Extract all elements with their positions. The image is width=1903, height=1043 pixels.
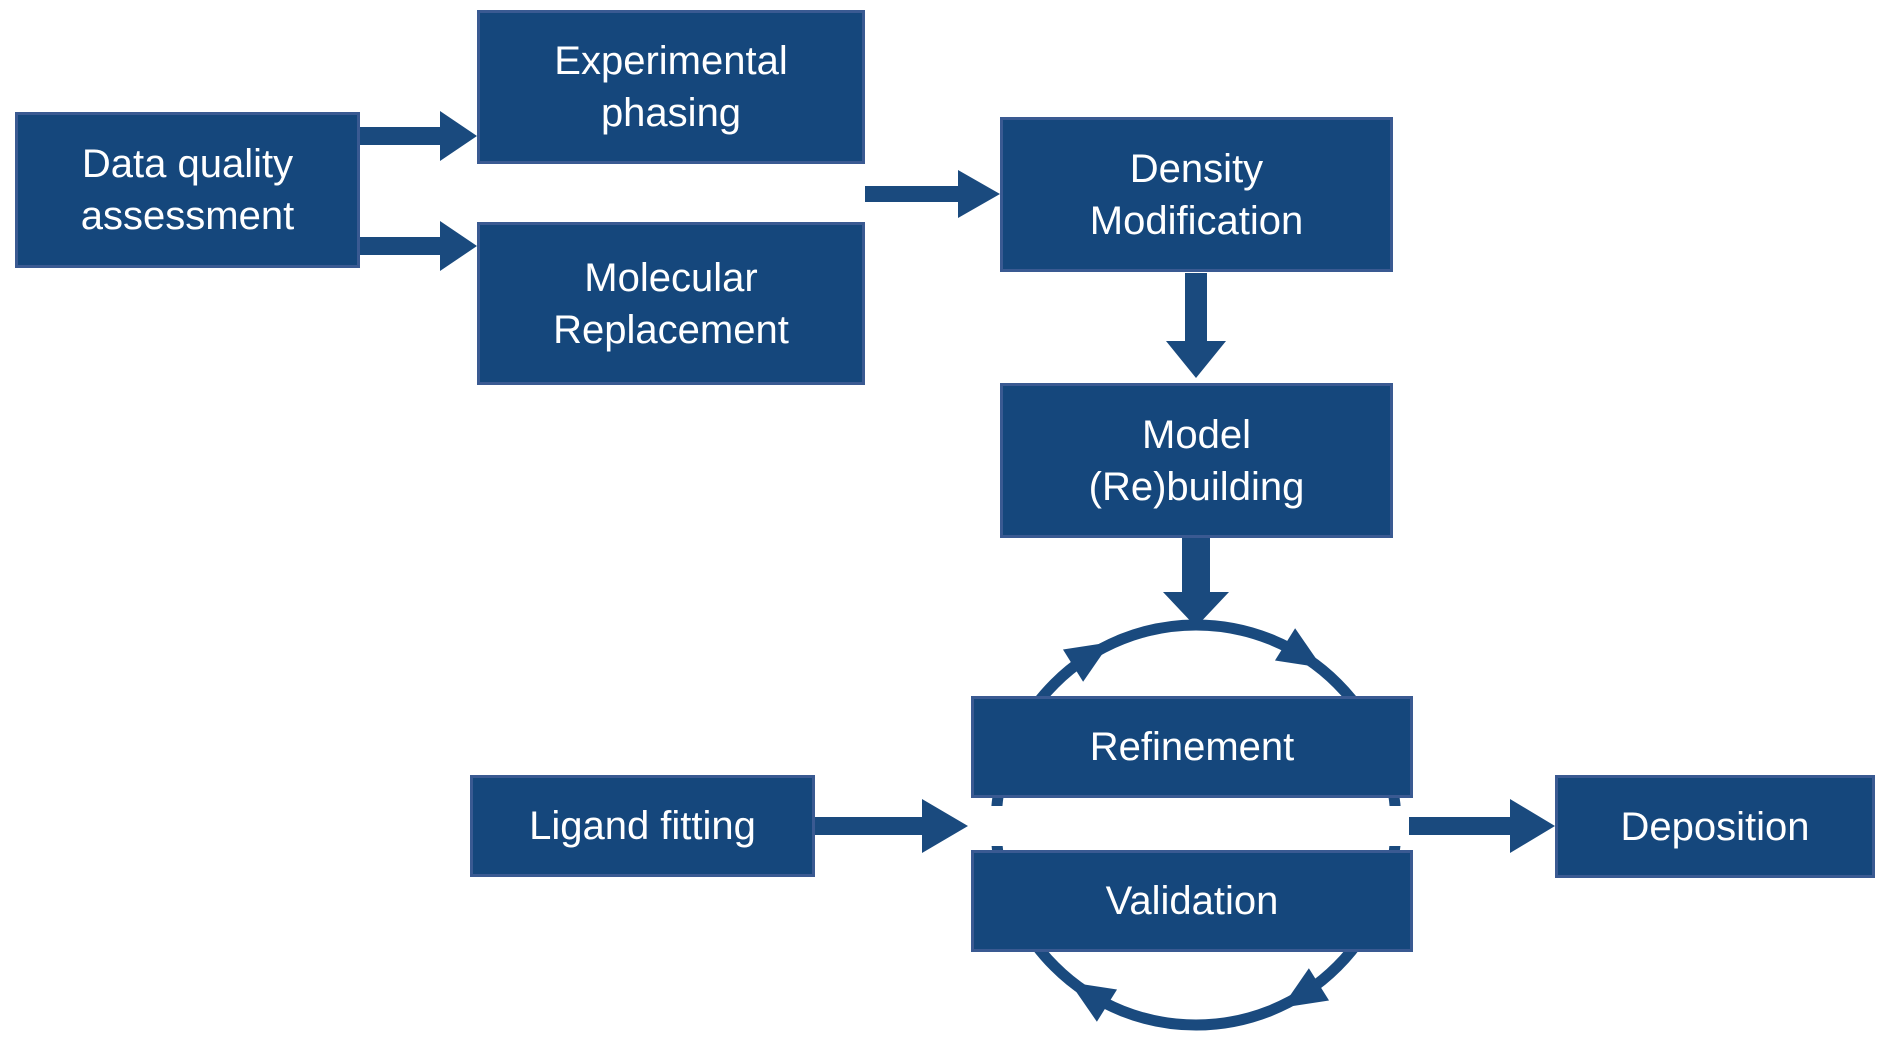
cycle-arrowhead-bottom-right-icon [1281, 968, 1330, 1008]
node-deposition: Deposition [1555, 775, 1875, 878]
cycle-arrowhead-top-left-icon [1062, 642, 1111, 682]
node-refinement: Refinement [971, 696, 1413, 798]
cycle-arrowhead-bottom-left-icon [1069, 982, 1118, 1022]
node-label-line: phasing [600, 91, 742, 135]
arrow-cycle-to-deposition [1409, 799, 1555, 853]
arrow-model-rebuilding-to-cycle [1163, 538, 1229, 627]
node-label-line: Experimental [554, 39, 788, 83]
node-data-quality-assessment: Data quality assessment [15, 112, 360, 268]
node-label-line: Deposition [1620, 804, 1810, 849]
node-experimental-phasing: Experimental phasing [477, 10, 865, 164]
node-label-line: assessment [80, 194, 295, 238]
arrow-phasing-to-density-modification [865, 170, 1000, 218]
node-ligand-fitting: Ligand fitting [470, 775, 815, 877]
arrow-data-quality-to-experimental-phasing [358, 111, 477, 161]
node-label-line: Molecular [584, 255, 758, 300]
node-validation: Validation [971, 850, 1413, 952]
node-label-line: Data quality [81, 142, 294, 186]
node-label-line: Model [1142, 412, 1251, 457]
node-model-rebuilding: Model (Re)building [1000, 383, 1393, 538]
node-label-line: Ligand fitting [529, 804, 756, 848]
node-molecular-replacement: Molecular Replacement [477, 222, 865, 385]
arrow-data-quality-to-molecular-replacement [358, 221, 477, 271]
cycle-gap-channel [930, 806, 1460, 846]
cycle-arrowhead-top-right-icon [1274, 628, 1323, 668]
node-label-line: Density [1129, 146, 1264, 191]
node-label-line: (Re)building [1088, 464, 1305, 509]
node-label-line: Refinement [1089, 725, 1295, 769]
node-density-modification: Density Modification [1000, 117, 1393, 272]
arrow-density-modification-to-model-rebuilding [1166, 273, 1226, 378]
node-label-line: Modification [1089, 198, 1304, 243]
node-label-line: Validation [1105, 879, 1279, 923]
arrow-ligand-fitting-to-cycle [815, 799, 968, 853]
node-label-line: Replacement [553, 307, 789, 352]
